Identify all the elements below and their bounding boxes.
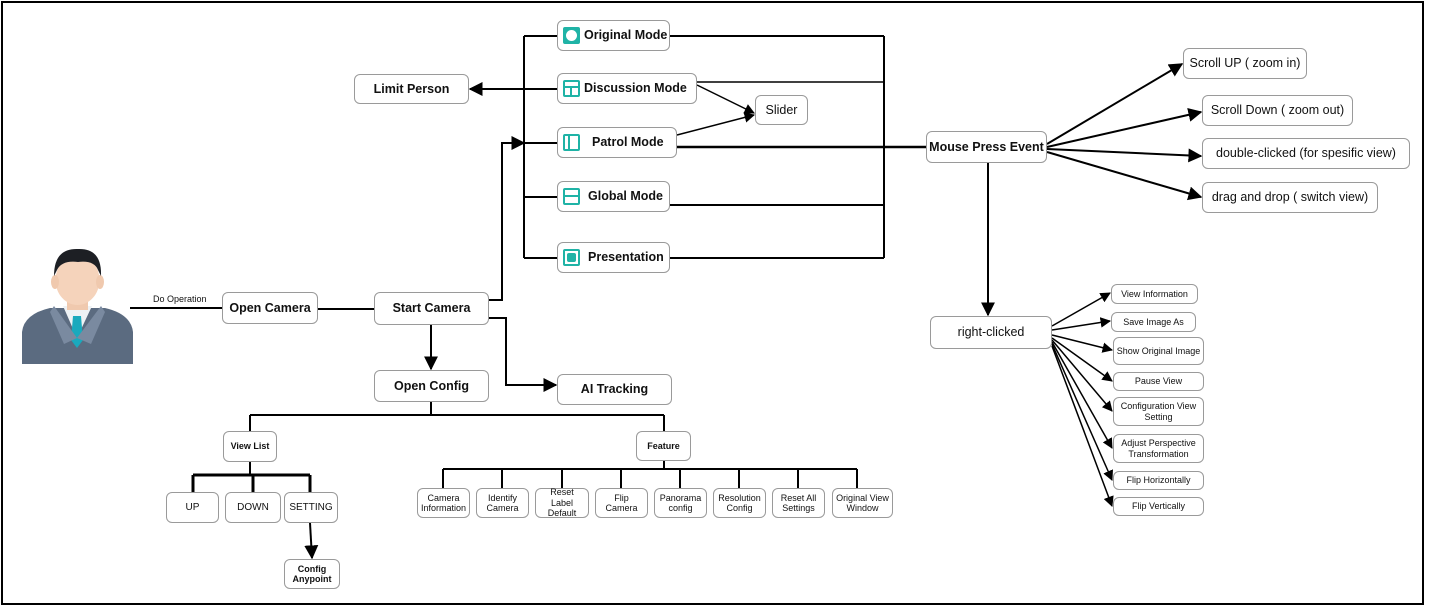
original-mode-label: Original Mode <box>584 28 668 43</box>
feature-reset-all-settings[interactable]: Reset All Settings <box>772 488 825 518</box>
feature-node[interactable]: Feature <box>636 431 691 461</box>
presentation-mode-icon <box>563 249 580 266</box>
menu-flip-horizontally[interactable]: Flip Horizontally <box>1113 471 1204 490</box>
feature-reset-label-default[interactable]: Reset Label Default <box>535 487 589 518</box>
down-button[interactable]: DOWN <box>225 492 281 523</box>
menu-view-information[interactable]: View Information <box>1111 284 1198 304</box>
config-anypoint-node[interactable]: Config Anypoint <box>284 559 340 589</box>
right-clicked-node[interactable]: right-clicked <box>930 316 1052 349</box>
presentation-node[interactable]: Presentation <box>557 242 670 273</box>
feature-panorama-config[interactable]: Panorama config <box>654 488 707 518</box>
feature-resolution-config[interactable]: Resolution Config <box>713 488 766 518</box>
patrol-mode-icon <box>563 134 580 151</box>
discussion-mode-node[interactable]: Discussion Mode <box>557 73 697 104</box>
feature-camera-information[interactable]: Camera Information <box>417 488 470 518</box>
setting-button[interactable]: SETTING <box>284 492 338 523</box>
patrol-mode-label: Patrol Mode <box>592 135 664 150</box>
up-button[interactable]: UP <box>166 492 219 523</box>
menu-save-image-as[interactable]: Save Image As <box>1111 312 1196 332</box>
menu-configuration-view-setting[interactable]: Configuration View Setting <box>1113 397 1204 426</box>
open-camera-node[interactable]: Open Camera <box>222 292 318 324</box>
scroll-up-node[interactable]: Scroll UP ( zoom in) <box>1183 48 1307 79</box>
mouse-press-event-node[interactable]: Mouse Press Event <box>926 131 1047 163</box>
slider-node[interactable]: Slider <box>755 95 808 125</box>
feature-identify-camera[interactable]: Identify Camera <box>476 488 529 518</box>
drag-and-drop-node[interactable]: drag and drop ( switch view) <box>1202 182 1378 213</box>
start-camera-node[interactable]: Start Camera <box>374 292 489 325</box>
feature-flip-camera[interactable]: Flip Camera <box>595 488 648 518</box>
patrol-mode-node[interactable]: Patrol Mode <box>557 127 677 158</box>
global-mode-node[interactable]: Global Mode <box>557 181 670 212</box>
menu-flip-vertically[interactable]: Flip Vertically <box>1113 497 1204 516</box>
menu-pause-view[interactable]: Pause View <box>1113 372 1204 391</box>
ai-tracking-node[interactable]: AI Tracking <box>557 374 672 405</box>
discussion-mode-icon <box>563 80 580 97</box>
menu-adjust-perspective-transformation[interactable]: Adjust Perspective Transformation <box>1113 434 1204 463</box>
menu-show-original-image[interactable]: Show Original Image <box>1113 337 1204 365</box>
user-avatar-icon <box>22 248 133 364</box>
scroll-down-node[interactable]: Scroll Down ( zoom out) <box>1202 95 1353 126</box>
global-mode-label: Global Mode <box>588 189 663 204</box>
open-config-node[interactable]: Open Config <box>374 370 489 402</box>
double-clicked-node[interactable]: double-clicked (for spesific view) <box>1202 138 1410 169</box>
discussion-mode-label: Discussion Mode <box>584 81 687 96</box>
presentation-label: Presentation <box>588 250 664 265</box>
view-list-node[interactable]: View List <box>223 431 277 462</box>
do-operation-label: Do Operation <box>153 294 207 304</box>
original-mode-node[interactable]: Original Mode <box>557 20 670 51</box>
feature-original-view-window[interactable]: Original View Window <box>832 488 893 518</box>
original-mode-icon <box>563 27 580 44</box>
global-mode-icon <box>563 188 580 205</box>
limit-person-node[interactable]: Limit Person <box>354 74 469 104</box>
